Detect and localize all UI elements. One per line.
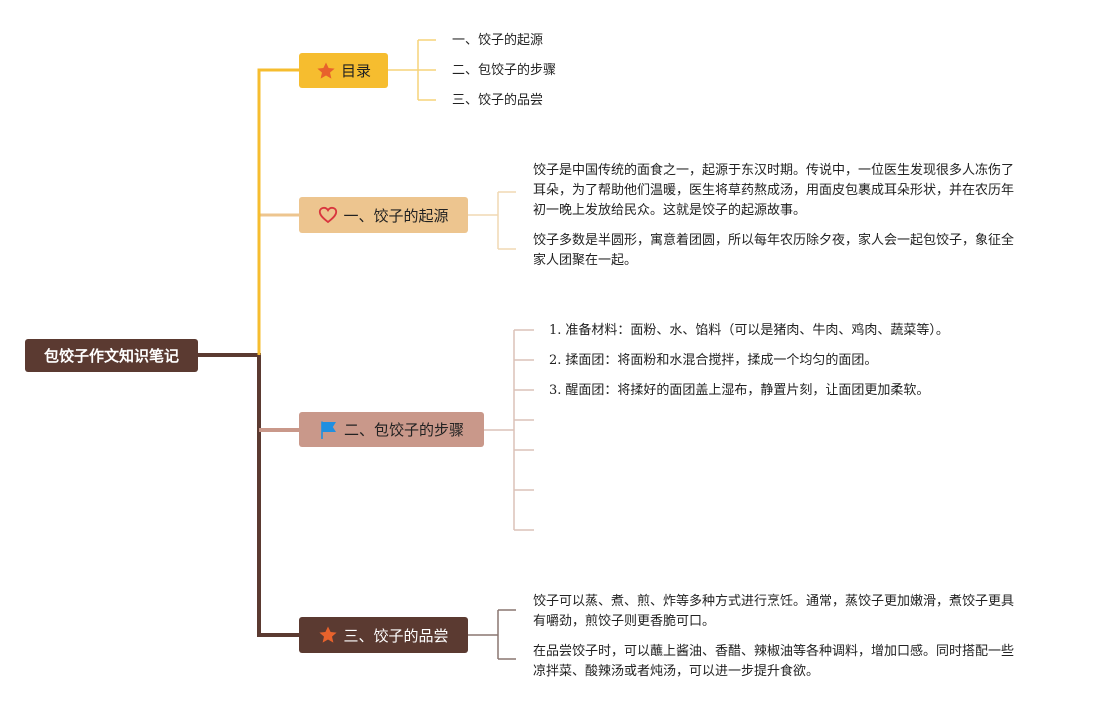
- step-number: 2.: [549, 353, 562, 368]
- root-to-toc-connector: [257, 68, 299, 355]
- branch-taste-label: 三、饺子的品尝: [343, 626, 449, 645]
- branch-origin[interactable]: 一、饺子的起源: [299, 197, 468, 233]
- taste-paragraph: 饺子可以蒸、煮、煎、炸等多种方式进行烹饪。通常，蒸饺子更加嫩滑，煮饺子更具有嚼劲…: [533, 594, 1015, 629]
- branch-taste[interactable]: 三、饺子的品尝: [299, 617, 468, 653]
- step-item: 2.揉面团：将面粉和水混合搅拌，揉成一个均匀的面团。: [549, 351, 877, 371]
- step-text: 揉面团：将面粉和水混合搅拌，揉成一个均匀的面团。: [565, 353, 878, 368]
- branch-toc[interactable]: 目录: [299, 53, 388, 88]
- toc-item[interactable]: 二、包饺子的步骤: [452, 63, 557, 78]
- step-text: 准备材料：面粉、水、馅料（可以是猪肉、牛肉、鸡肉、蔬菜等）。: [565, 323, 949, 338]
- heart-icon: [318, 205, 338, 225]
- toc-item[interactable]: 三、饺子的品尝: [452, 93, 544, 108]
- step-number: 1.: [549, 323, 562, 338]
- branch-steps-label: 二、包饺子的步骤: [343, 421, 464, 439]
- flag-icon: [319, 420, 339, 440]
- origin-paragraph: 饺子多数是半圆形，寓意着团圆，所以每年农历除夕夜，家人会一起包饺子，象征全家人团…: [533, 233, 1015, 268]
- root-node[interactable]: 包饺子作文知识笔记: [25, 339, 198, 372]
- root-label: 包饺子作文知识笔记: [43, 347, 179, 365]
- taste-leaf-connector: [468, 609, 516, 660]
- origin-paragraph: 饺子是中国传统的面食之一，起源于东汉时期。传说中，一位医生发现很多人冻伤了耳朵，…: [533, 163, 1015, 218]
- steps-leaf-connector: [484, 329, 534, 531]
- taste-paragraph: 在品尝饺子时，可以蘸上酱油、香醋、辣椒油等各种调料，增加口感。同时搭配一些凉拌菜…: [533, 644, 1015, 679]
- star-icon: [318, 625, 338, 645]
- toc-leaf-connector: [388, 39, 436, 101]
- step-item: 3.醒面团：将揉好的面团盖上湿布，静置片刻，让面团更加柔软。: [549, 381, 929, 401]
- branch-toc-label: 目录: [340, 62, 371, 80]
- star-icon: [316, 61, 336, 81]
- branch-steps[interactable]: 二、包饺子的步骤: [299, 412, 484, 447]
- toc-item[interactable]: 一、饺子的起源: [452, 33, 544, 48]
- step-text: 醒面团：将揉好的面团盖上湿布，静置片刻，让面团更加柔软。: [565, 383, 930, 398]
- origin-leaf-connector: [468, 191, 516, 250]
- step-number: 3.: [549, 383, 562, 398]
- step-item: 1.准备材料：面粉、水、馅料（可以是猪肉、牛肉、鸡肉、蔬菜等）。: [549, 321, 949, 341]
- branch-origin-label: 一、饺子的起源: [343, 206, 449, 225]
- root-connector: [198, 353, 299, 637]
